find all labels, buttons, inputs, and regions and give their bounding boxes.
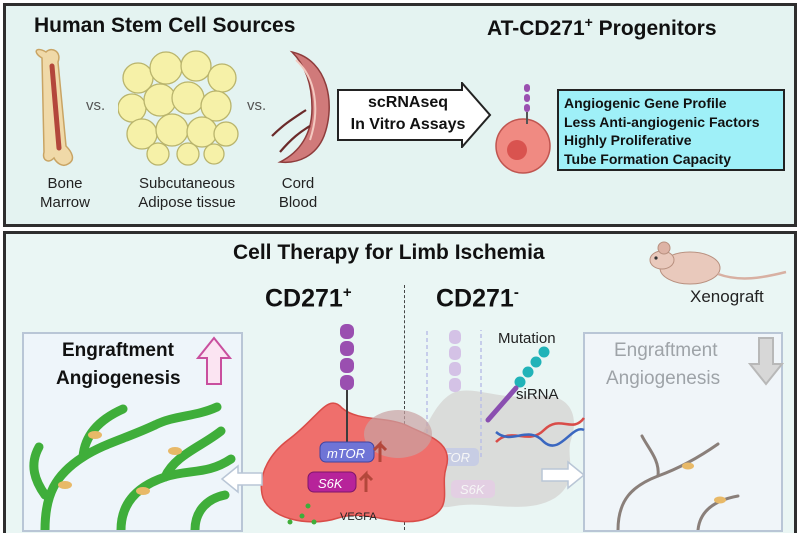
xenograft-label: Xenograft	[690, 287, 764, 306]
cd271-positive-cell	[260, 324, 449, 525]
angiogenesis-label-positive: Angiogenesis	[56, 368, 181, 389]
umbilical-cord-icon	[271, 50, 330, 164]
stem-cell-sources-title: Human Stem Cell Sources	[34, 14, 296, 37]
engraftment-label-positive: Engraftment	[62, 340, 174, 361]
adipose-cells-icon	[118, 50, 239, 166]
down-arrow-icon	[748, 337, 784, 386]
s6k-positive-label: S6K	[318, 476, 343, 491]
femur-bone-icon	[35, 48, 74, 167]
gene-profile-box: Angiogenic Gene Profile Less Anti-angiog…	[557, 89, 785, 171]
cd271-negative-outcome-box	[583, 332, 783, 532]
mtor-positive-label: mTOR	[327, 446, 366, 461]
sirna-label: siRNA	[516, 386, 559, 403]
profile-item: Highly Proliferative	[564, 132, 692, 148]
profile-item: Tube Formation Capacity	[564, 150, 731, 167]
dna-icon	[495, 417, 585, 447]
profile-item: Angiogenic Gene Profile	[564, 95, 727, 111]
vegfa-label: VEGFA	[340, 511, 377, 523]
cd271-negative-label: CD271-	[436, 284, 519, 313]
left-flow-arrow	[220, 464, 263, 494]
progenitors-title: AT-CD271+ Progenitors	[487, 14, 717, 40]
vs-label-1: vs.	[86, 97, 106, 114]
limb-ischemia-title: Cell Therapy for Limb Ischemia	[233, 241, 545, 264]
cd271-positive-label: CD271+	[265, 284, 352, 313]
up-arrow-icon	[196, 336, 232, 385]
mutation-label: Mutation	[498, 330, 556, 347]
profile-item: Less Anti-angiogenic Factors	[564, 113, 760, 130]
sparse-vessel-network	[616, 434, 740, 530]
mutated-receptor	[485, 346, 585, 447]
divider-line	[404, 285, 405, 530]
right-flow-arrow	[541, 460, 586, 490]
vs-label-2: vs.	[247, 97, 267, 114]
angiogenesis-label-negative: Angiogenesis	[606, 368, 721, 389]
engraftment-label-negative: Engraftment	[614, 340, 718, 361]
s6k-negative-label: S6K	[460, 482, 485, 497]
stem-cell-icon	[495, 84, 551, 174]
process-arrow	[337, 82, 492, 148]
mouse-icon	[649, 241, 787, 285]
blood-vessel-network	[29, 402, 236, 530]
